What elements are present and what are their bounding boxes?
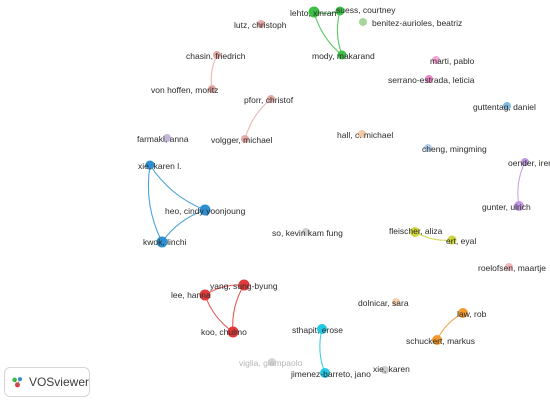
- vosviewer-brand-badge[interactable]: VOSviewer: [4, 367, 90, 397]
- node-gunter[interactable]: [514, 201, 524, 211]
- brand-name: VOSviewer: [28, 375, 89, 389]
- node-sthapit[interactable]: [317, 324, 327, 334]
- link-sthapit-jimenez: [319, 328, 326, 374]
- node-roelofsen[interactable]: [505, 263, 513, 271]
- node-label-mody[interactable]: mody, makarand: [312, 51, 375, 61]
- node-schuckert[interactable]: [432, 335, 442, 345]
- nodes-layer: [145, 6, 529, 378]
- node-label-cheng[interactable]: cheng, mingming: [422, 144, 487, 154]
- node-so[interactable]: [302, 228, 310, 236]
- node-label-xie_karenl[interactable]: xie, karen l.: [138, 161, 181, 171]
- node-label-viglia[interactable]: viglia, giampaolo: [239, 358, 303, 368]
- node-label-koo[interactable]: koo, chulmo: [201, 327, 247, 337]
- node-label-suess[interactable]: suess, courtney: [336, 5, 396, 15]
- node-label-lehto[interactable]: lehto, xinran: [290, 8, 337, 18]
- link-pforr-volgger: [244, 98, 272, 140]
- node-label-farmaki[interactable]: farmaki, anna: [137, 134, 189, 144]
- node-kwok[interactable]: [156, 236, 168, 248]
- node-label-benitez[interactable]: benitez-aurioles, beatriz: [372, 18, 462, 28]
- link-xie_karenl-heo: [149, 164, 206, 211]
- node-label-vonhoffen[interactable]: von hoffen, moritz: [151, 85, 218, 95]
- node-label-hall[interactable]: hall, c. michael: [337, 130, 393, 140]
- node-label-oender[interactable]: oender, irem: [508, 158, 550, 168]
- node-label-chasin[interactable]: chasin, friedrich: [186, 51, 246, 61]
- node-law[interactable]: [458, 308, 468, 318]
- node-heo[interactable]: [199, 204, 211, 216]
- node-label-sthapit[interactable]: sthapit, erose: [292, 325, 343, 335]
- node-farmaki[interactable]: [163, 134, 171, 142]
- node-label-yang[interactable]: yang, sung-byung: [210, 281, 278, 291]
- vosviewer-logo-icon: [12, 377, 23, 388]
- node-suess[interactable]: [335, 6, 345, 16]
- node-label-schuckert[interactable]: schuckert, markus: [406, 336, 475, 346]
- link-oender-gunter: [517, 161, 526, 207]
- node-volgger[interactable]: [241, 135, 249, 143]
- node-pforr[interactable]: [267, 95, 275, 103]
- node-cheng[interactable]: [424, 144, 432, 152]
- link-suess-mody: [336, 10, 343, 56]
- node-label-law[interactable]: law, rob: [457, 309, 487, 319]
- node-chasin[interactable]: [213, 51, 221, 59]
- node-vonhoffen[interactable]: [208, 85, 216, 93]
- node-label-dolnicar[interactable]: dolnicar, sara: [358, 298, 409, 308]
- node-guttentag[interactable]: [503, 102, 511, 110]
- node-label-jimenez[interactable]: jimenez-barreto, jano: [290, 369, 371, 379]
- node-xie_karen[interactable]: [381, 366, 389, 374]
- node-label-kwok[interactable]: kwok, linchi: [143, 237, 187, 247]
- node-lee[interactable]: [199, 289, 211, 301]
- node-fleischer[interactable]: [410, 227, 420, 237]
- node-label-serrano[interactable]: serrano-estrada, leticia: [388, 75, 475, 85]
- node-ert[interactable]: [447, 235, 457, 245]
- node-label-lee[interactable]: lee, hanna: [171, 290, 211, 300]
- node-mody[interactable]: [337, 50, 347, 60]
- link-xie_karenl-kwok: [147, 164, 163, 243]
- node-serrano[interactable]: [425, 75, 433, 83]
- node-jimenez[interactable]: [320, 368, 330, 378]
- node-lutz[interactable]: [257, 20, 265, 28]
- node-yang[interactable]: [238, 279, 250, 291]
- node-marti[interactable]: [432, 56, 440, 64]
- node-label-so[interactable]: so, kevin kam fung: [272, 228, 343, 238]
- node-label-ert[interactable]: ert, eyal: [446, 236, 476, 246]
- node-label-volgger[interactable]: volgger, michael: [211, 135, 273, 145]
- node-lehto[interactable]: [308, 6, 320, 18]
- node-label-fleischer[interactable]: fleischer, aliza: [389, 226, 443, 236]
- node-label-xie_karen[interactable]: xie, karen: [373, 364, 410, 374]
- node-label-gunter[interactable]: gunter, ulrich: [482, 202, 531, 212]
- node-hall[interactable]: [358, 130, 366, 138]
- node-xie_karenl[interactable]: [145, 160, 155, 170]
- node-label-lutz[interactable]: lutz, christoph: [234, 20, 287, 30]
- node-oender[interactable]: [521, 158, 529, 166]
- link-yang-koo: [232, 284, 245, 333]
- node-benitez[interactable]: [359, 18, 367, 26]
- node-label-guttentag[interactable]: guttentag, daniel: [473, 102, 536, 112]
- node-label-marti[interactable]: marti, pablo: [430, 56, 475, 66]
- node-dolnicar[interactable]: [392, 298, 400, 306]
- node-viglia[interactable]: [268, 358, 276, 366]
- node-label-roelofsen[interactable]: roelofsen, maartje: [478, 263, 546, 273]
- node-label-heo[interactable]: heo, cindy yoonjoung: [165, 206, 246, 216]
- node-label-pforr[interactable]: pforr, christof: [244, 95, 294, 105]
- node-koo[interactable]: [227, 326, 239, 338]
